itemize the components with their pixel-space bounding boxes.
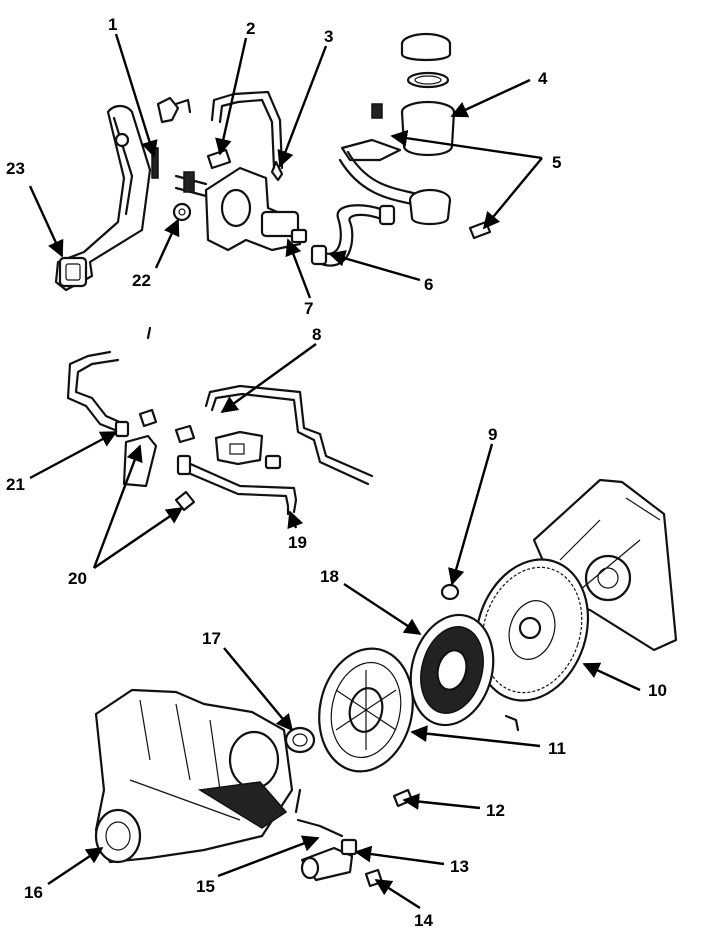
- release-bearing: [284, 726, 316, 754]
- callout-23: 23: [6, 159, 25, 178]
- reservoir-cap: [400, 32, 452, 89]
- clutch-disc: [409, 613, 495, 727]
- callout-9: 9: [488, 425, 497, 444]
- clutch-master-cylinder: [174, 166, 308, 252]
- master-cylinder-bolt: [206, 148, 232, 170]
- hose-joint-bracket: [214, 430, 264, 466]
- callout-17: 17: [202, 629, 221, 648]
- callout-16: 16: [24, 883, 43, 902]
- callout-22: 22: [132, 271, 151, 290]
- callout-1: 1: [108, 15, 117, 34]
- callout-11: 11: [548, 739, 566, 758]
- reservoir-bracket: [338, 138, 492, 240]
- callout-14: 14: [414, 911, 433, 930]
- pedal-clip-parts: [151, 96, 192, 179]
- callout-6: 6: [424, 275, 433, 294]
- callout-2: 2: [246, 19, 255, 38]
- flywheel-bolt: [440, 583, 460, 601]
- pedal-nut: [172, 202, 192, 222]
- release-fork: [294, 788, 344, 838]
- clutch-pedal: [54, 104, 152, 292]
- callout-10: 10: [648, 681, 667, 700]
- callout-5: 5: [552, 153, 561, 172]
- flywheel: [474, 558, 590, 732]
- clutch-fluid-reservoir: [371, 100, 456, 156]
- slave-cylinder: [300, 838, 358, 882]
- callout-15: 15: [196, 877, 215, 896]
- callout-21: 21: [6, 475, 25, 494]
- callout-20: 20: [68, 569, 87, 588]
- leader-lines: [28, 33, 641, 910]
- callout-3: 3: [324, 27, 333, 46]
- callout-19: 19: [288, 533, 307, 552]
- callout-labels: 1 2 3 4 5 6 7 8 9 10 11 12 13 14 15 16 1…: [6, 15, 667, 930]
- pressure-plate-bolt: [392, 788, 414, 808]
- master-cylinder-hose: [310, 204, 396, 267]
- transmission-case: [94, 688, 294, 864]
- pressure-plate: [318, 647, 414, 773]
- callout-8: 8: [312, 325, 321, 344]
- reservoir-feed-hose: [210, 90, 284, 182]
- clutch-line: [146, 326, 374, 486]
- callout-12: 12: [486, 801, 505, 820]
- callout-18: 18: [320, 567, 339, 586]
- callout-7: 7: [304, 299, 313, 318]
- callout-4: 4: [538, 69, 548, 88]
- clutch-pipe: [66, 350, 130, 438]
- callout-13: 13: [450, 857, 469, 876]
- clutch-flex-hose: [176, 454, 298, 516]
